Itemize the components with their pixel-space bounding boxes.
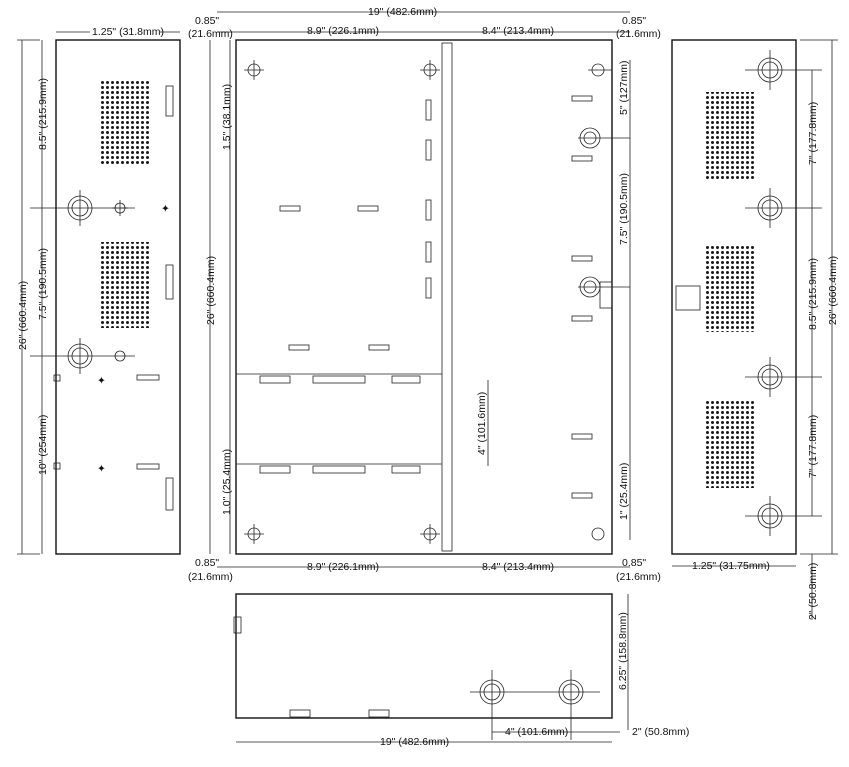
vent-grille-top bbox=[705, 92, 755, 180]
shelf-bracket bbox=[391, 375, 421, 384]
front-bottom-offset: 1.0" (25.4mm) bbox=[221, 449, 233, 515]
keyhole-mount bbox=[591, 527, 605, 541]
left-side-top-width: 1.25" (31.8mm) bbox=[92, 26, 164, 38]
screw-marker: ✦ bbox=[161, 203, 170, 215]
left-side-top-spacing: 8.5" (215.9mm) bbox=[37, 78, 49, 150]
front-view: 19" (482.6mm) 0.85" (21.6mm) 8.9" (226.1… bbox=[188, 6, 661, 583]
left-side-bottom-spacing: 10" (254mm) bbox=[37, 415, 49, 475]
right-side-lower-spacing: 7" (177.8mm) bbox=[807, 415, 819, 478]
front-bottom-left-margin-mm: (21.6mm) bbox=[188, 571, 233, 583]
rail-clip bbox=[136, 374, 160, 381]
front-right-five: 5" (127mm) bbox=[618, 61, 630, 116]
front-bottom-right-span: 8.4" (213.4mm) bbox=[482, 561, 554, 573]
shelf-bracket bbox=[312, 465, 366, 474]
bottom-depth: 6.25" (158.8mm) bbox=[617, 612, 629, 690]
screw-marker: ✦ bbox=[97, 375, 106, 387]
front-top-left-margin-mm: (21.6mm) bbox=[188, 28, 233, 40]
shelf-bracket bbox=[259, 465, 291, 474]
bottom-knockout-offset: 2" (50.8mm) bbox=[632, 726, 689, 738]
right-side-upper-spacing: 7" (177.8mm) bbox=[807, 102, 819, 165]
right-side-view: 7" (177.8mm) 8.5" (215.9mm) 7" (177.8mm)… bbox=[671, 39, 839, 620]
bottom-panel bbox=[235, 593, 613, 719]
access-tab bbox=[675, 285, 701, 311]
right-side-mid-spacing: 8.5" (215.9mm) bbox=[807, 258, 819, 330]
front-right-seven-five: 7.5" (190.5mm) bbox=[618, 173, 630, 245]
front-shelf-spacing: 4" (101.6mm) bbox=[476, 392, 488, 455]
vent-grille-middle bbox=[705, 245, 755, 332]
shelf-bracket bbox=[312, 375, 366, 384]
left-side-height: 26" (660.4mm) bbox=[17, 281, 29, 350]
left-side-mid-spacing: 7.5" (190.5mm) bbox=[37, 248, 49, 320]
vent-grille-middle bbox=[100, 242, 150, 328]
front-bottom-right-margin-mm: (21.6mm) bbox=[616, 571, 661, 583]
front-bottom-left-margin: 0.85" bbox=[195, 557, 219, 569]
slot-middle bbox=[165, 264, 174, 300]
slot-bottom bbox=[165, 477, 174, 511]
front-panel bbox=[235, 39, 613, 555]
front-right-one: 1" (25.4mm) bbox=[618, 463, 630, 520]
front-height: 26" (660.4mm) bbox=[205, 256, 217, 325]
front-overall-width: 19" (482.6mm) bbox=[368, 6, 437, 18]
rail-clip bbox=[136, 463, 160, 470]
vent-grille-bottom bbox=[705, 400, 755, 488]
front-bottom-right-margin: 0.85" bbox=[622, 557, 646, 569]
right-side-bottom-offset: 2" (50.8mm) bbox=[807, 563, 819, 620]
slot-top bbox=[165, 85, 174, 117]
bottom-width: 19" (482.6mm) bbox=[380, 736, 449, 748]
divider-bar bbox=[441, 42, 453, 552]
front-bottom-left-span: 8.9" (226.1mm) bbox=[307, 561, 379, 573]
shelf-bracket bbox=[259, 375, 291, 384]
front-top-offset: 1.5" (38.1mm) bbox=[221, 84, 233, 150]
front-top-right-margin: 0.85" bbox=[622, 15, 646, 27]
right-side-height: 26" (660.4mm) bbox=[827, 256, 839, 325]
front-top-right-margin-mm: (21.6mm) bbox=[616, 28, 661, 40]
bottom-knockout-spacing: 4" (101.6mm) bbox=[505, 726, 568, 738]
front-top-left-span: 8.9" (226.1mm) bbox=[307, 25, 379, 37]
screw-marker: ✦ bbox=[97, 463, 106, 475]
vent-grille-top bbox=[100, 80, 150, 165]
bottom-view: 6.25" (158.8mm) 2" (50.8mm) 4" (101.6mm)… bbox=[233, 593, 689, 748]
left-side-view: ✦ ✦ ✦ 1.25" (31.8mm) 26" (660.4mm) 8.5" … bbox=[17, 26, 181, 555]
front-top-left-margin: 0.85" bbox=[195, 15, 219, 27]
right-side-bottom-width: 1.25" (31.75mm) bbox=[692, 560, 770, 572]
shelf-bracket bbox=[391, 465, 421, 474]
front-top-right-span: 8.4" (213.4mm) bbox=[482, 25, 554, 37]
